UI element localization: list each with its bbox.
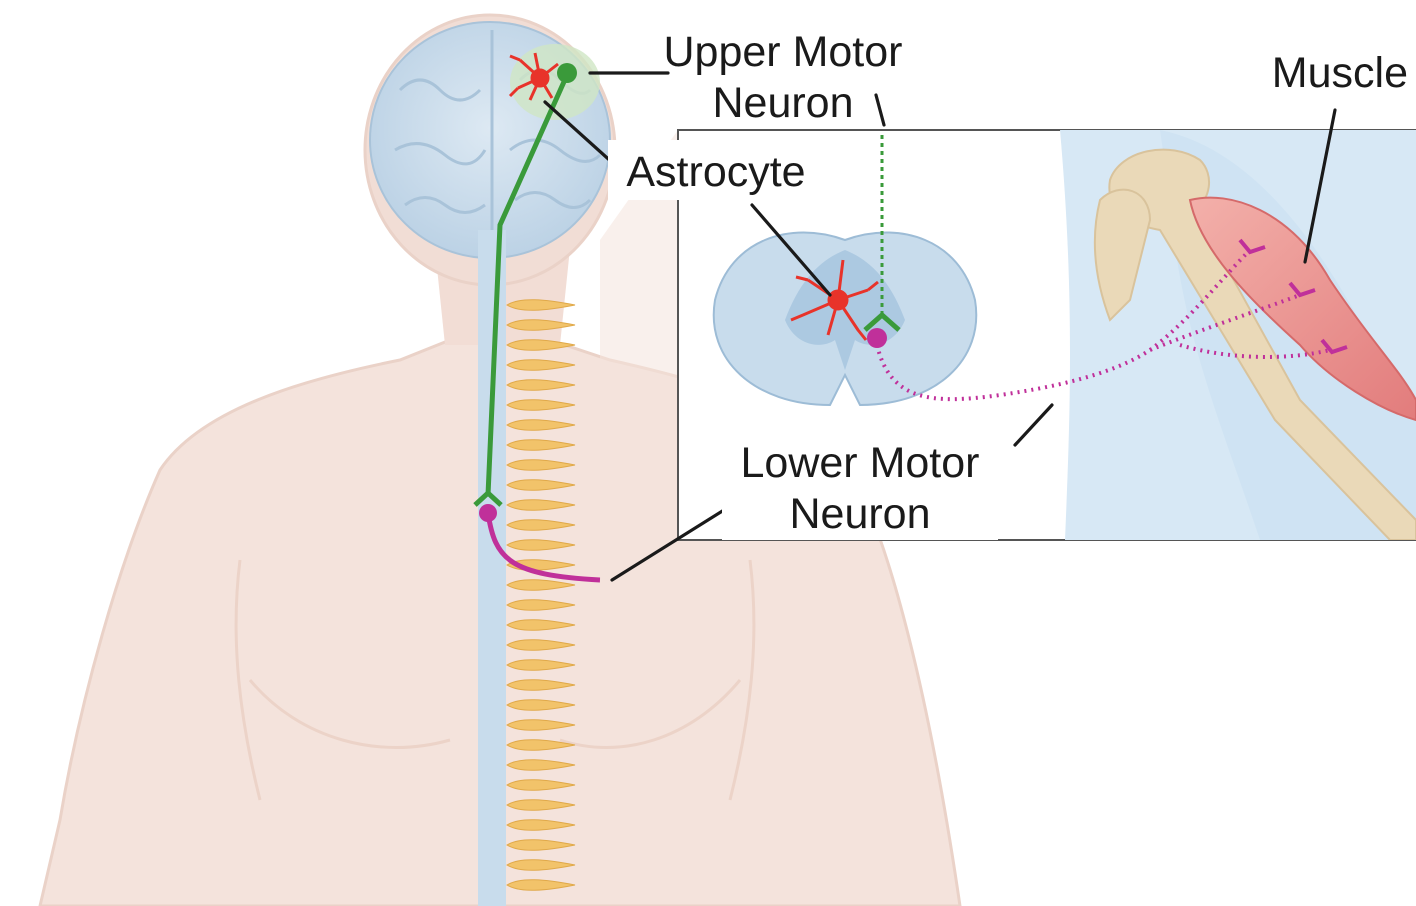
label-upper-motor-neuron: Upper Motor Neuron: [664, 28, 903, 127]
label-muscle: Muscle: [1272, 49, 1408, 97]
label-astrocyte-text: Astrocyte: [626, 148, 805, 196]
vertebra: [507, 320, 575, 331]
label-upper-motor-neuron-line2: Neuron: [712, 79, 853, 127]
label-lower-motor-neuron: Lower Motor Neuron: [722, 432, 998, 540]
label-astrocyte: Astrocyte: [608, 140, 820, 200]
brain: [370, 22, 610, 258]
spinal-cord: [478, 230, 506, 906]
vertebra: [507, 300, 575, 311]
label-muscle-text: Muscle: [1272, 49, 1408, 97]
label-lower-motor-neuron-line1: Lower Motor: [741, 439, 980, 487]
label-upper-motor-neuron-line1: Upper Motor: [664, 28, 903, 76]
label-lower-motor-neuron-line2: Neuron: [789, 490, 930, 538]
